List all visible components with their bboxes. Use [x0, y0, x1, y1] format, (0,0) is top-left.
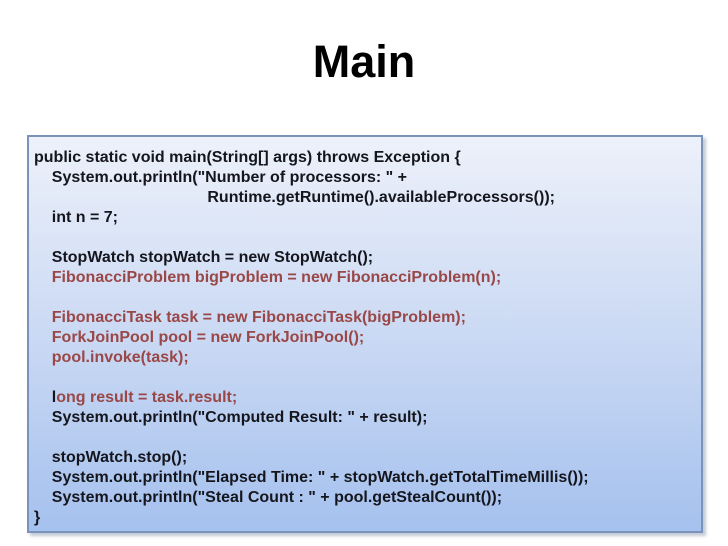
code-line: public static void main(String[] args) t…	[34, 148, 699, 168]
code-segment: ForkJoinPool pool = new ForkJoinPool();	[34, 329, 365, 346]
code-segment: FibonacciTask task = new FibonacciTask(b…	[34, 309, 466, 326]
code-box: public static void main(String[] args) t…	[27, 135, 703, 533]
code-line	[34, 368, 699, 388]
code-segment: int n = 7;	[34, 209, 119, 226]
code-segment: l	[34, 389, 57, 406]
code-line: int n = 7;	[34, 208, 699, 228]
code-line: System.out.println("Elapsed Time: " + st…	[34, 468, 699, 488]
code-segment: StopWatch stopWatch = new StopWatch();	[34, 249, 374, 266]
code-segment: System.out.println("Steal Count : " + po…	[34, 489, 503, 506]
code-line	[34, 428, 699, 448]
code-line: System.out.println("Steal Count : " + po…	[34, 488, 699, 508]
code-segment: Runtime.getRuntime().availableProcessors…	[34, 189, 555, 206]
code-line: Runtime.getRuntime().availableProcessors…	[34, 188, 699, 208]
code-line: System.out.println("Number of processors…	[34, 168, 699, 188]
code-line: FibonacciTask task = new FibonacciTask(b…	[34, 308, 699, 328]
code-line: stopWatch.stop();	[34, 448, 699, 468]
code-line	[34, 228, 699, 248]
code-line	[34, 288, 699, 308]
code-segment: FibonacciProblem bigProblem = new Fibona…	[34, 269, 502, 286]
code-block: public static void main(String[] args) t…	[34, 148, 699, 528]
code-segment: pool.invoke(task);	[34, 349, 189, 366]
code-segment: stopWatch.stop();	[34, 449, 188, 466]
code-line: StopWatch stopWatch = new StopWatch();	[34, 248, 699, 268]
code-line: ForkJoinPool pool = new ForkJoinPool();	[34, 328, 699, 348]
code-line: FibonacciProblem bigProblem = new Fibona…	[34, 268, 699, 288]
code-segment: public static void main(String[] args) t…	[34, 149, 461, 166]
slide-title: Main	[312, 36, 416, 87]
code-line: pool.invoke(task);	[34, 348, 699, 368]
code-segment: }	[34, 509, 41, 526]
code-line: long result = task.result;	[34, 388, 699, 408]
code-line: }	[34, 508, 699, 528]
code-segment: System.out.println("Computed Result: " +…	[34, 409, 428, 426]
code-line: System.out.println("Computed Result: " +…	[34, 408, 699, 428]
code-segment: System.out.println("Number of processors…	[34, 169, 408, 186]
code-segment: System.out.println("Elapsed Time: " + st…	[34, 469, 589, 486]
code-segment: ong result = task.result;	[56, 389, 238, 406]
